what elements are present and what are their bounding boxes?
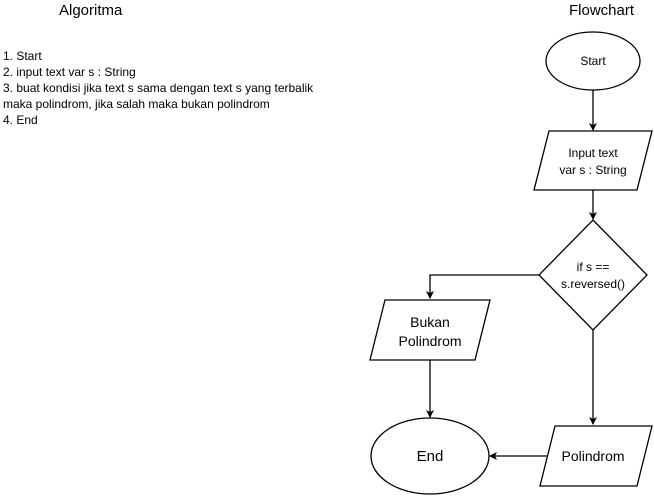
decision-node: if s == s.reversed() — [538, 219, 648, 331]
input-node: Input text var s : String — [533, 130, 653, 191]
end-node: End — [370, 417, 490, 495]
yes-output-label: Polindrom — [561, 448, 624, 464]
input-label-line1: Input text — [568, 146, 618, 160]
no-output-label-line2: Polindrom — [398, 333, 461, 349]
end-label: End — [417, 448, 444, 465]
no-output-node: Bukan Polindrom — [369, 299, 491, 361]
yes-output-node: Polindrom — [539, 425, 653, 487]
algorithm-steps: 1. Start 2. input text var s : String 3.… — [3, 48, 313, 128]
no-output-label-line1: Bukan — [410, 314, 450, 330]
start-label: Start — [580, 54, 606, 68]
algorithm-step: maka polindrom, jika salah maka bukan po… — [3, 97, 270, 111]
algorithm-step: 3. buat kondisi jika text s sama dengan … — [3, 81, 314, 95]
decision-label-line2: s.reversed() — [561, 277, 625, 291]
algorithm-step: 4. End — [3, 113, 38, 127]
connector-decision-no — [426, 274, 539, 299]
algorithm-step: 2. input text var s : String — [3, 65, 136, 79]
decision-label-line1: if s == — [577, 260, 610, 274]
input-label-line2: var s : String — [559, 163, 626, 177]
flowchart-heading: Flowchart — [569, 2, 635, 19]
start-node: Start — [545, 31, 641, 91]
algorithm-step: 1. Start — [3, 49, 42, 63]
algorithm-heading: Algoritma — [59, 2, 123, 19]
